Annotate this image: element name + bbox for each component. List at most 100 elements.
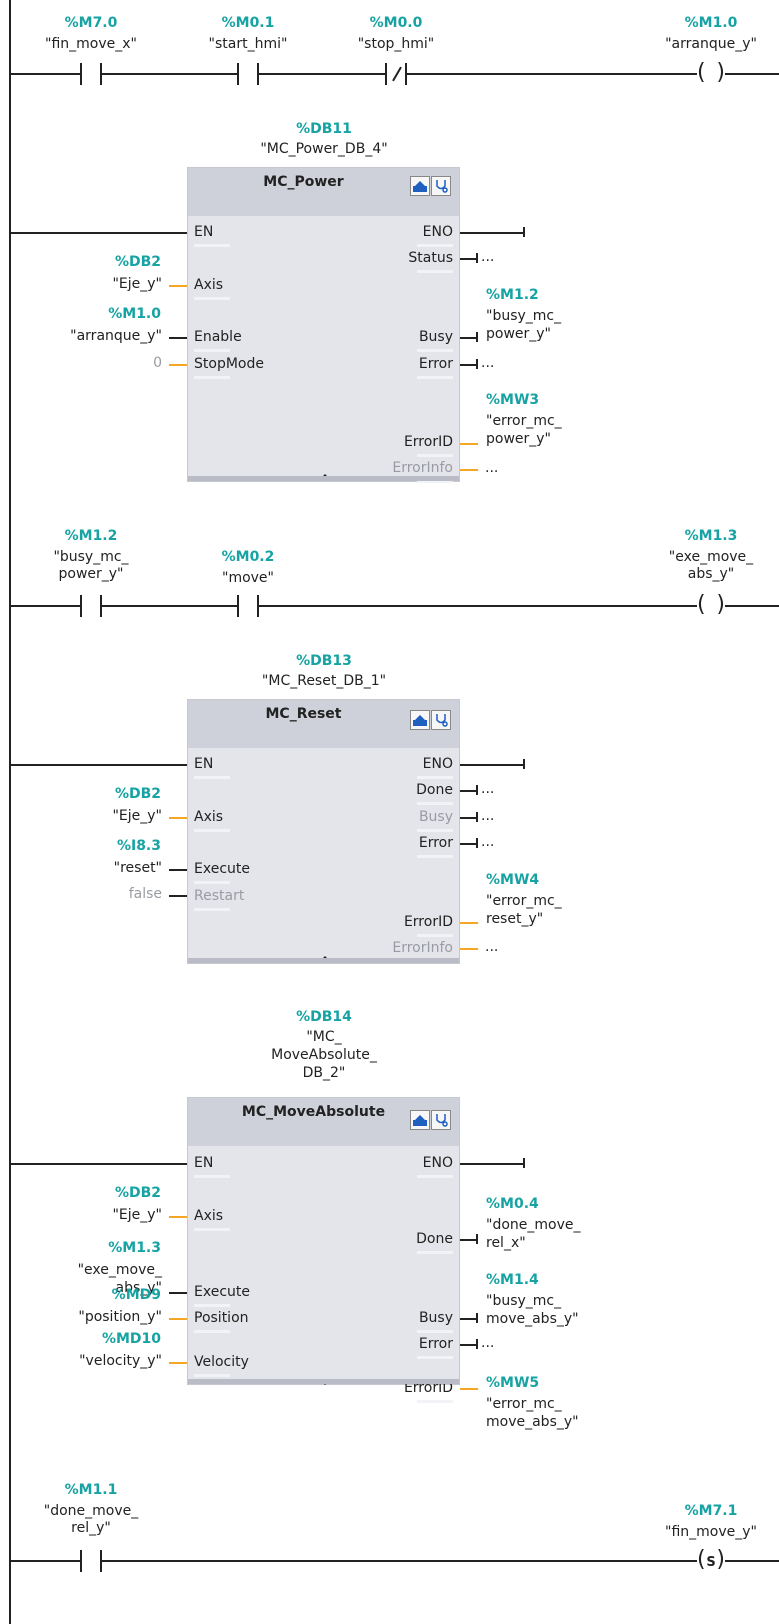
moveabs-axis-wire <box>169 1216 187 1218</box>
block-icon[interactable] <box>410 710 430 730</box>
tag-done-move-rel-y-2: rel_y" <box>71 1520 111 1536</box>
reset-axis-tag: "Eje_y" <box>112 808 162 824</box>
tag-move: "move" <box>222 570 274 586</box>
coil-set-label: S <box>706 1555 716 1570</box>
moveabs-pin-done: Done <box>416 1231 453 1254</box>
power-busy-addr: %M1.2 <box>486 287 539 303</box>
moveabs-pin-en: EN <box>194 1155 231 1178</box>
addr-m1-2: %M1.2 <box>64 528 118 544</box>
power-error-dots: ... <box>481 355 495 371</box>
power-enable-tag: "arranque_y" <box>70 328 162 344</box>
coil-arranque-y[interactable]: () <box>697 60 725 85</box>
reset-axis-wire <box>169 817 187 819</box>
power-pin-errorinfo: ErrorInfo <box>392 460 453 483</box>
rung2-wire-d <box>725 605 779 607</box>
power-axis-addr: %DB2 <box>114 254 161 270</box>
reset-errorinfo-dots: ... <box>485 939 499 955</box>
power-pin-busy: Busy <box>416 329 454 352</box>
reset-error-end <box>476 838 478 848</box>
addr-m0-2: %M0.2 <box>221 549 275 565</box>
reset-execute-tag: "reset" <box>113 860 162 876</box>
moveabs-busy-tag2: move_abs_y" <box>486 1311 579 1327</box>
power-enable-addr: %M1.0 <box>108 306 161 322</box>
reset-axis-addr: %DB2 <box>114 786 161 802</box>
tag-exe-move-abs-y-1: "exe_move_ <box>668 549 754 565</box>
moveabs-velocity-addr: %MD10 <box>101 1331 161 1347</box>
power-pin-axis: Axis <box>194 277 231 300</box>
power-busy-tag1: "busy_mc_ <box>486 308 562 324</box>
reset-pin-eno: ENO <box>416 756 454 779</box>
power-errorid-wire <box>460 443 478 445</box>
moveabs-errorid-tag2: move_abs_y" <box>486 1414 579 1430</box>
stethoscope-icon[interactable] <box>431 176 451 196</box>
contact-start-hmi[interactable] <box>237 63 259 85</box>
power-errorid-addr: %MW3 <box>486 392 540 408</box>
coil-set-fin-move-y[interactable]: (S) <box>697 1547 725 1572</box>
contact-busy-mc-power-y[interactable] <box>80 595 102 617</box>
power-axis-tag: "Eje_y" <box>112 276 162 292</box>
contact-fin-move-x[interactable] <box>80 63 102 85</box>
stethoscope-icon[interactable] <box>431 1110 451 1130</box>
reset-pin-restart: Restart <box>194 888 245 911</box>
moveabs-busy-tag1: "busy_mc_ <box>486 1293 562 1309</box>
mc-power-title: MC_Power <box>263 174 344 190</box>
reset-db-addr: %DB13 <box>296 653 352 669</box>
reset-busy-dots: ... <box>481 808 495 824</box>
reset-eno-wire <box>460 764 525 766</box>
moveabs-pin-axis: Axis <box>194 1208 231 1231</box>
addr-m7-1: %M7.1 <box>684 1503 738 1519</box>
rung1-wire-c <box>259 73 385 75</box>
moveabs-pin-errorid: ErrorID <box>403 1380 454 1403</box>
moveabs-velocity-tag: "velocity_y" <box>79 1353 162 1369</box>
mc-moveabsolute-block[interactable]: MC_MoveAbsolute EN Axis Execute Position… <box>187 1097 460 1403</box>
mc-reset-block[interactable]: MC_Reset EN Axis Execute Restart ENO Don… <box>187 699 460 964</box>
moveabs-instance-1: "MC_ <box>306 1029 342 1045</box>
coil-exe-move-abs-y[interactable]: () <box>697 592 725 617</box>
power-stopmode-wire <box>169 364 187 366</box>
reset-done-end <box>476 785 478 795</box>
contact-stop-hmi-nc[interactable] <box>385 63 407 85</box>
power-pin-stopmode: StopMode <box>194 356 264 379</box>
power-busy-end <box>476 332 478 342</box>
power-rail <box>9 0 11 1624</box>
reset-error-wire <box>460 843 478 845</box>
moveabs-error-wire <box>460 1344 478 1346</box>
reset-errorid-tag1: "error_mc_ <box>486 893 562 909</box>
moveabs-done-tag2: rel_x" <box>486 1235 526 1251</box>
rung3-wire-b <box>102 1560 697 1562</box>
stethoscope-icon[interactable] <box>431 710 451 730</box>
moveabs-execute-wire <box>169 1292 187 1294</box>
power-instance-name: "MC_Power_DB_4" <box>260 141 388 157</box>
power-errorid-tag1: "error_mc_ <box>486 413 562 429</box>
tag-arranque-y: "arranque_y" <box>665 36 757 52</box>
reset-pin-en: EN <box>194 756 231 779</box>
moveabs-busy-end <box>476 1313 478 1323</box>
moveabs-position-wire <box>169 1318 187 1320</box>
block-icon[interactable] <box>410 176 430 196</box>
moveabs-error-dots: ... <box>481 1335 495 1351</box>
tag-exe-move-abs-y-2: abs_y" <box>687 566 735 582</box>
moveabs-execute-tag1: "exe_move_ <box>77 1262 162 1278</box>
moveabs-instance-3: DB_2" <box>302 1065 346 1081</box>
rung1-wire-e <box>725 73 779 75</box>
moveabs-done-tag1: "done_move_ <box>486 1217 581 1233</box>
moveabs-busy-addr: %M1.4 <box>486 1272 539 1288</box>
moveabs-position-addr: %MD9 <box>111 1287 161 1303</box>
addr-m1-3: %M1.3 <box>684 528 738 544</box>
power-db-addr: %DB11 <box>296 121 352 137</box>
rung2-wire-c <box>259 605 697 607</box>
tag-busy-mc-power-y-1: "busy_mc_ <box>53 549 129 565</box>
moveabs-pin-position: Position <box>194 1310 249 1333</box>
contact-move[interactable] <box>237 595 259 617</box>
moveabs-done-addr: %M0.4 <box>486 1196 539 1212</box>
power-errorid-tag2: power_y" <box>486 431 551 447</box>
reset-done-wire <box>460 790 478 792</box>
moveabs-done-end <box>476 1234 478 1244</box>
rung1-wire-d <box>407 73 697 75</box>
moveabs-eno-wire <box>460 1163 525 1165</box>
reset-errorid-wire <box>460 922 478 924</box>
mc-power-block[interactable]: MC_Power EN Axis Enable StopMode ENO Sta… <box>187 167 460 483</box>
block-icon[interactable] <box>410 1110 430 1130</box>
contact-done-move-rel-y[interactable] <box>80 1550 102 1572</box>
moveabs-axis-tag: "Eje_y" <box>112 1207 162 1223</box>
